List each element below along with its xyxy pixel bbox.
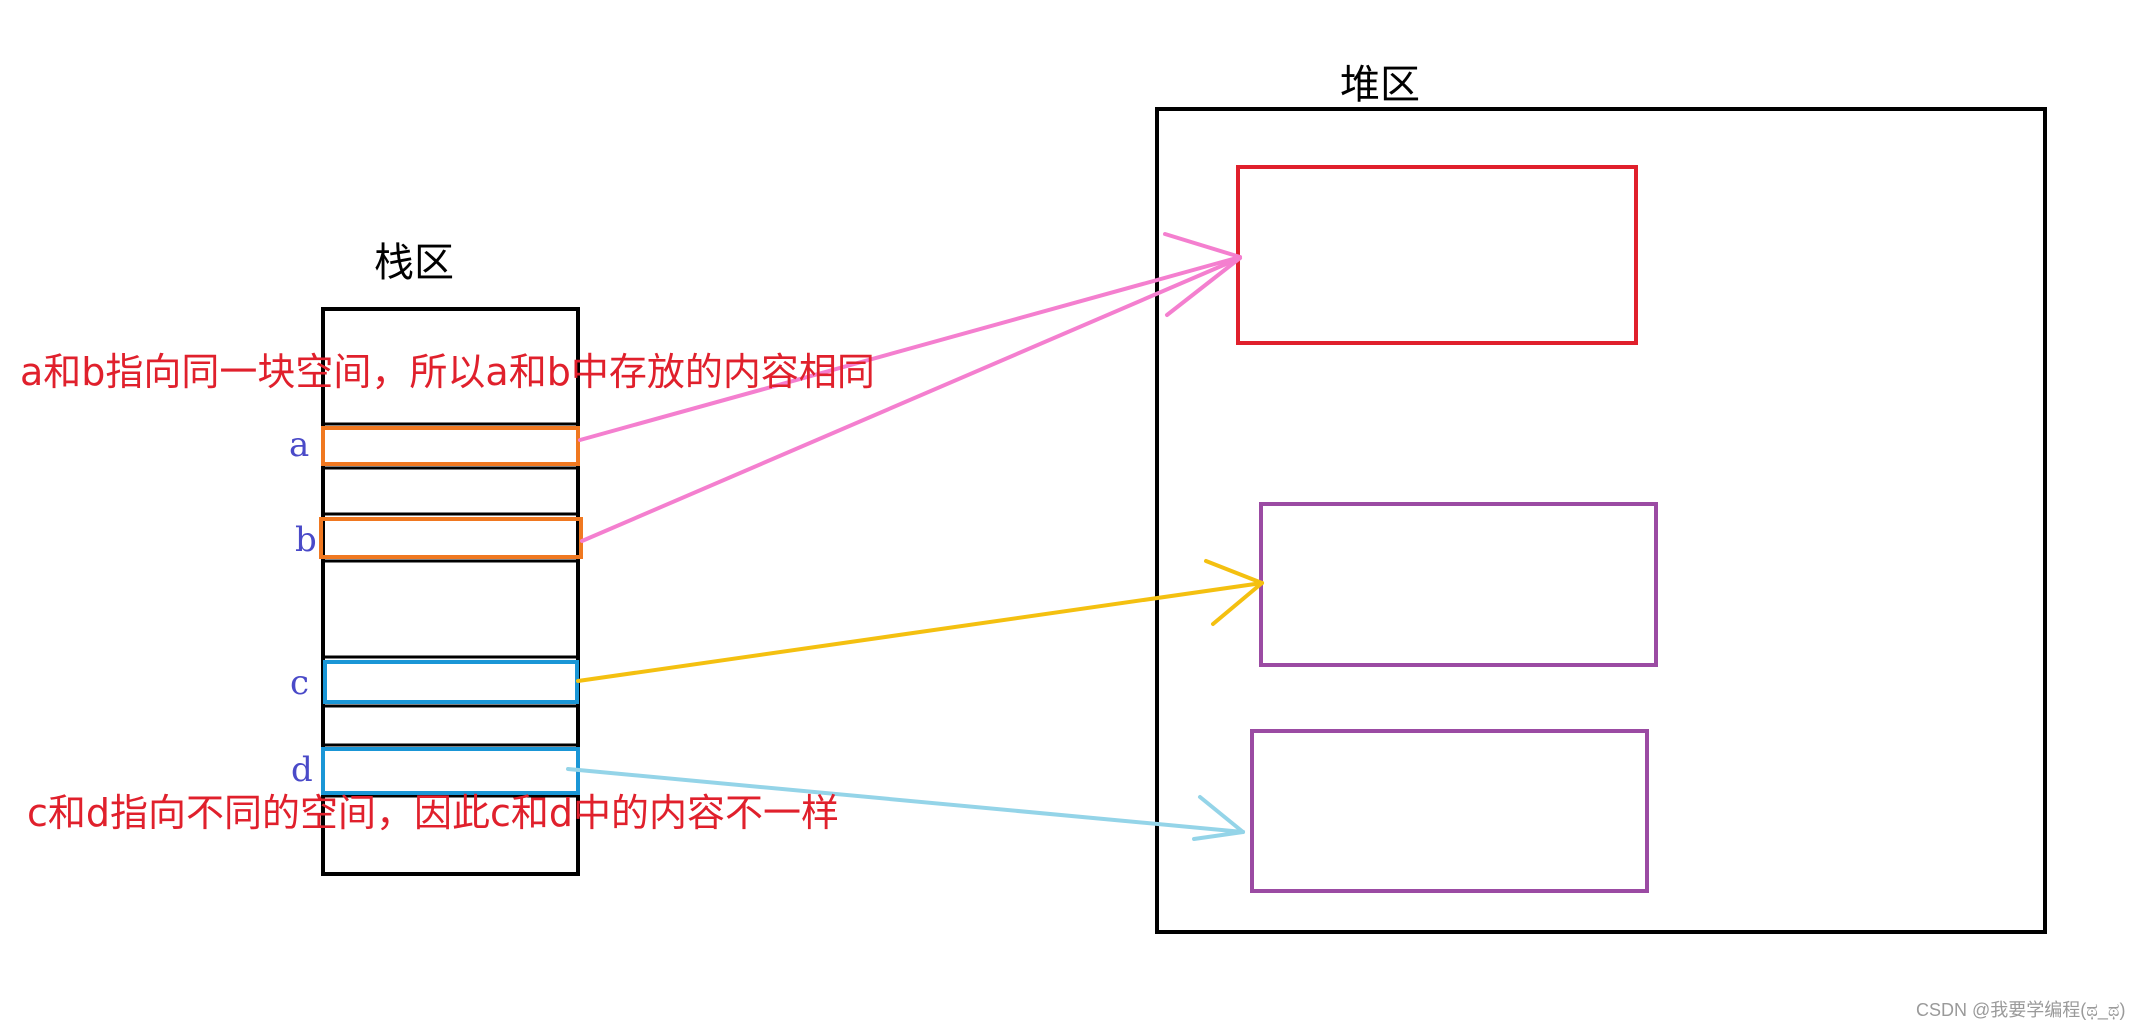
arrow-b-to-shared	[580, 256, 1242, 543]
stack-frame	[321, 307, 580, 876]
stack-slot-a	[321, 426, 580, 466]
note-ab-shared: a和b指向同一块空间，所以a和b中存放的内容相同	[20, 350, 875, 394]
var-label-d: d	[291, 750, 313, 790]
note-cd-different: c和d指向不同的空间，因此c和d中的内容不一样	[27, 791, 839, 835]
heap-frame	[1155, 107, 2047, 934]
heap-object-shared	[1236, 165, 1638, 345]
stack-slot-d	[321, 747, 580, 795]
arrowhead-shared	[1163, 232, 1242, 317]
heap-object-c	[1259, 502, 1658, 667]
var-label-b: b	[295, 520, 317, 560]
arrow-c-to-object	[576, 559, 1264, 683]
heap-title: 堆区	[1340, 62, 1420, 108]
var-label-a: a	[289, 425, 309, 465]
arrow-d-to-object	[566, 767, 1245, 841]
watermark: CSDN @我要学编程(ಥ_ಥ)	[1916, 1000, 2126, 1021]
stack-slot-b	[319, 517, 583, 559]
stack-slot-c	[323, 660, 579, 704]
stack-title: 栈区	[374, 240, 454, 286]
arrow-a-to-shared	[578, 255, 1242, 442]
var-label-c: c	[290, 663, 309, 703]
heap-object-d	[1250, 729, 1649, 893]
